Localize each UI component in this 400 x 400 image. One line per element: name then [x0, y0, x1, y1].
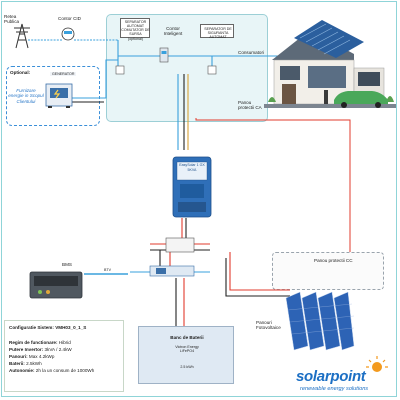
generator-note: Furnizare energie in Scopul Clientului — [8, 88, 44, 104]
battery-bank: Banc de Baterii Victron Energy LiFePO4 2… — [138, 326, 234, 384]
battery-title: Banc de Baterii — [170, 335, 204, 340]
generator-label: GENERATOR — [50, 72, 77, 77]
logo-brand: solarpoint — [296, 368, 366, 385]
bms-device — [28, 262, 84, 308]
config-line: Baterii: 2.5kWh — [9, 360, 123, 367]
generator-icon — [45, 83, 73, 108]
pv-label: Panouri Fotovoltaice — [256, 320, 281, 331]
config-line: Autonomie: 2h la un consum de 1000Wh — [9, 367, 123, 374]
breaker-left-icon — [115, 65, 125, 75]
panel-ca-label: Panou protectii CA — [238, 100, 262, 111]
config-line: Panouri: Max 4.2kWp — [9, 353, 123, 360]
switch-left-label: SEPARATOR AUTOMAT COMUTATOR DE SURSA (op… — [121, 20, 150, 41]
config-line-key: Regim de functionare: — [9, 340, 59, 345]
config-line-key: Baterii: — [9, 361, 27, 367]
inverter-power-label: 5KVA — [187, 168, 197, 172]
battery-model: Victron Energy LiFePO4 — [175, 345, 199, 354]
smart-meter-label: Contor Inteligent — [163, 26, 183, 37]
shunt-icon — [149, 265, 195, 277]
config-line-value: 3kVA / 2.4kW — [44, 347, 72, 353]
house-illustration — [264, 20, 396, 108]
bms-label: BMS — [62, 262, 72, 267]
panou-protectii-cc — [272, 252, 384, 290]
config-line-value: 2.5kWh — [26, 361, 42, 367]
consumers-label: Consumatori — [238, 50, 265, 55]
meter-icon — [61, 27, 75, 41]
config-line: Regim de functionare: Hibrid — [9, 339, 123, 346]
pv-panels-icon — [285, 291, 355, 351]
config-title: Configuratie Sistem: VMH03_0_1_S — [9, 325, 87, 330]
config-line-value: Max 4.2kWp — [28, 354, 55, 360]
config-line-value: 2h la un consum de 1000Wh — [35, 368, 95, 374]
panel-cc-label: Panou protectii CC — [314, 258, 353, 263]
ve-bus-label: BTV — [104, 268, 111, 272]
pylon-icon — [14, 23, 30, 49]
automatic-transfer-switch-box — [120, 18, 150, 38]
config-line: Putere Invertor: 3kVA / 2.4kW — [9, 346, 123, 353]
breaker-right-icon — [207, 65, 217, 75]
safety-switch-box — [200, 24, 234, 38]
config-line-key: Putere Invertor: — [9, 347, 45, 353]
panou-protectii-ca — [106, 14, 268, 122]
solarpoint-logo: solarpoint renewable energy solutions — [296, 356, 396, 396]
logo-tagline: renewable energy solutions — [300, 386, 369, 392]
config-line-value: Hibrid — [58, 340, 71, 345]
config-line-key: Autonomie: — [9, 368, 36, 374]
inverter-brand-label: EasySolar 1 GX — [179, 163, 205, 167]
grid-label: Retea Publica — [4, 14, 20, 25]
sun-icon — [366, 356, 388, 372]
dc-breaker-icon — [165, 237, 195, 253]
battery-capacity: 2.5 kWh — [180, 365, 194, 369]
smart-meter-icon — [159, 47, 169, 63]
inverter-icon — [172, 156, 212, 218]
switch-right-label: SEPARATOR DE SIGURANTA AUTOMAT — [204, 27, 232, 40]
meter-label: Contor CID — [58, 16, 81, 21]
optional-label: Optional: — [10, 70, 31, 75]
system-config-box: Configuratie Sistem: VMH03_0_1_S Regim d… — [4, 320, 124, 392]
config-line-key: Panouri: — [9, 354, 29, 360]
battery-cable-icon — [150, 280, 220, 320]
